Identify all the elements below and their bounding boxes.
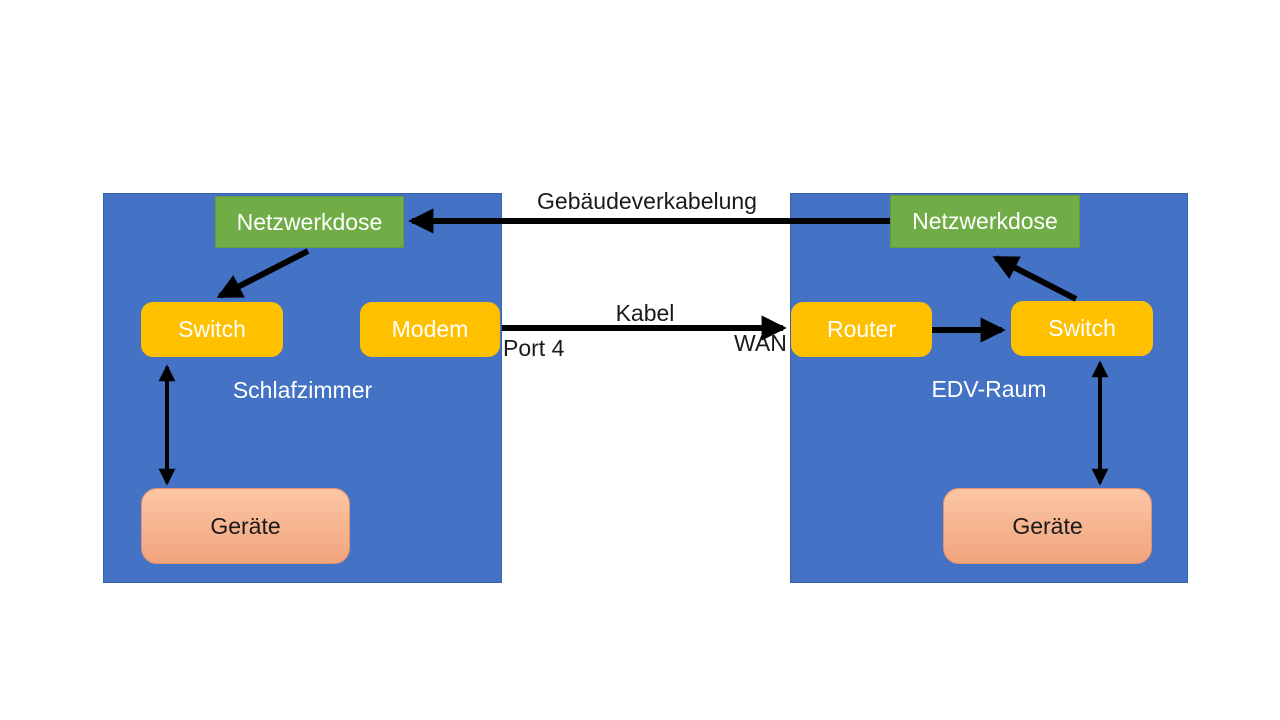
node-switch-right: Switch (1011, 301, 1153, 356)
edge-label-port4: Port 4 (503, 335, 565, 361)
node-modem: Modem (360, 302, 500, 357)
room-label-edv-raum: EDV-Raum (931, 376, 1047, 402)
node-geraete-right: Geräte (943, 488, 1152, 564)
node-netzwerkdose-right: Netzwerkdose (890, 195, 1080, 248)
node-switch-left: Switch (141, 302, 283, 357)
edge-label-kabel: Kabel (615, 300, 675, 326)
node-netzwerkdose-left: Netzwerkdose (215, 196, 404, 248)
edge-label-gebaeudeverkabelung: Gebäudeverkabelung (537, 188, 757, 214)
node-geraete-left: Geräte (141, 488, 350, 564)
room-label-schlafzimmer: Schlafzimmer (232, 377, 373, 403)
edge-label-wan: WAN (734, 330, 787, 356)
node-router: Router (791, 302, 932, 357)
